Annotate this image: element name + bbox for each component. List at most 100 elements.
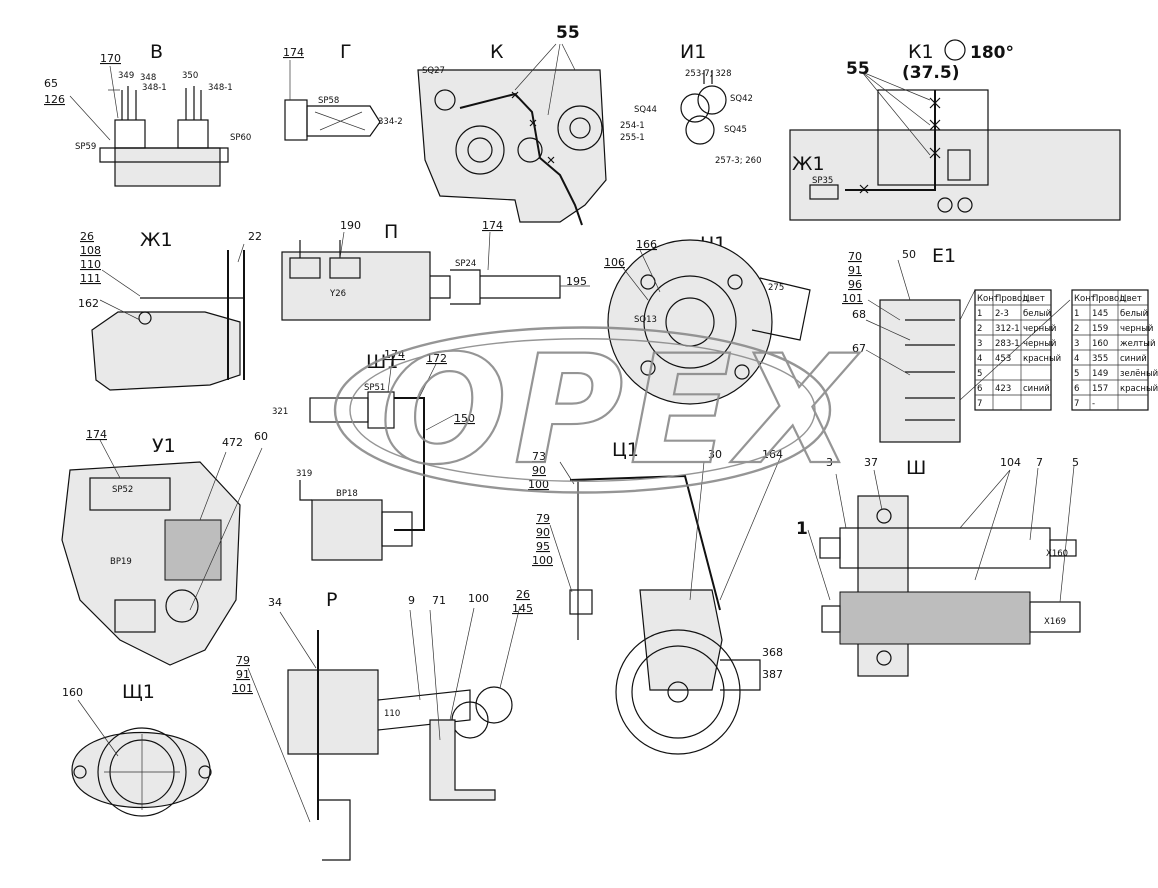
table-cell: 423: [995, 384, 1011, 394]
table-cell: белый: [1023, 309, 1051, 319]
label-95: 95: [536, 540, 550, 553]
view-shch1: Щ1 160: [62, 681, 212, 817]
switch-sq45: [685, 115, 715, 145]
bolt-n1c: [640, 360, 656, 376]
mount-plate: [857, 495, 909, 677]
table-cell: желтый: [1120, 339, 1156, 349]
valve-body: [281, 251, 431, 321]
wheel-rim: [615, 629, 741, 755]
leaders-n1: [619, 249, 661, 301]
cabinet-box: [877, 89, 989, 186]
cover-bolt-left: [73, 765, 87, 779]
lower-cap: [821, 605, 841, 633]
view-e1: Е1 70 91 96 101 50 68 67 Конт.ПроводЦвет…: [842, 245, 1158, 443]
table-cell: 312-1: [995, 324, 1020, 334]
table-cell: 2: [1074, 324, 1079, 334]
sensor-hatch: [314, 111, 366, 131]
table-header-cell: Цвет: [1023, 294, 1045, 304]
label-sp59: SP59: [75, 142, 96, 152]
view-zh1-letter: Ж1: [140, 229, 173, 251]
valve-housing: [287, 669, 379, 755]
leader-160: [77, 699, 119, 757]
view-zh1-ref: Ж1: [792, 153, 825, 175]
leader-lines: [69, 65, 120, 141]
gear-mid: [517, 137, 543, 163]
cover-bolt-right: [198, 765, 212, 779]
table-cell: 6: [977, 384, 982, 394]
sensor-sp59: [114, 119, 146, 149]
label-255-1: 255-1: [620, 133, 645, 143]
table-cell: 5: [977, 369, 982, 379]
table-cell: 453: [995, 354, 1011, 364]
view-sh-letter: Ш: [906, 457, 926, 479]
watermark-oval-outer: [333, 326, 832, 494]
leader-55-k1: [861, 71, 931, 156]
view-k1-letter: К1: [908, 41, 934, 63]
table-cell: 5: [1074, 369, 1079, 379]
gear-right-hub: [569, 117, 591, 139]
label-101-r: 101: [232, 682, 253, 695]
bolt-sh-b: [876, 650, 892, 666]
table-cell: 160: [1092, 339, 1108, 349]
label-195: 195: [566, 275, 587, 288]
cover-flange: [71, 731, 211, 809]
label-319: 319: [296, 469, 312, 479]
label-253-7-328: 253-7; 328: [685, 69, 732, 79]
bracket-n1: [751, 277, 811, 341]
label-190: 190: [340, 219, 361, 232]
view-r: Р 34 9 71 100 26 145 79 91 101 110: [232, 588, 533, 861]
bp18-fitting: [381, 511, 413, 547]
label-145: 145: [512, 602, 533, 615]
table-cell: 4: [977, 354, 982, 364]
label-111: 111: [80, 272, 101, 285]
label-334-2: 334-2: [378, 117, 403, 127]
leaders-u1: [99, 439, 263, 611]
label-sq13: SQ13: [634, 315, 657, 325]
gear-right: [557, 105, 603, 151]
table-cell: белый: [1120, 309, 1148, 319]
flange-outer: [607, 239, 773, 405]
label-bp18: BP18: [336, 489, 358, 499]
sensor-bp19: [164, 519, 222, 581]
cover-ring: [97, 727, 187, 817]
terminal-pins: [299, 240, 341, 258]
table-cell: красный: [1120, 384, 1158, 394]
table-cell: черный: [1023, 339, 1056, 349]
table-cell: -: [1092, 399, 1095, 409]
label-1: 1: [796, 519, 808, 539]
upper-cap: [819, 537, 841, 559]
table-header-cell: Конт.: [1074, 294, 1098, 304]
table-header-cell: Конт.: [977, 294, 1001, 304]
label-150: 150: [454, 412, 475, 425]
upper-plug: [1049, 539, 1077, 557]
flange-mid: [643, 275, 737, 369]
table-cell: 355: [1092, 354, 1108, 364]
label-110-r: 110: [384, 709, 400, 719]
table-cell: 2: [977, 324, 982, 334]
switch-sq27: [434, 89, 456, 111]
lower-sensor: [839, 591, 1031, 645]
sensor-pins: [121, 86, 202, 120]
sensor-sp35: [809, 184, 839, 200]
leaders-p: [339, 231, 590, 287]
rod-30: [569, 474, 721, 611]
label-110: 110: [80, 258, 101, 271]
cover-centerlines: [104, 734, 180, 810]
label-348: 348: [140, 73, 156, 83]
watermark-oval-inner: [349, 338, 816, 482]
frame-beam: [789, 129, 1121, 221]
label-96: 96: [848, 278, 862, 291]
label-30: 30: [708, 448, 722, 461]
bracket-body: [114, 147, 221, 187]
label-26: 26: [80, 230, 94, 243]
u1-fitting: [114, 599, 156, 633]
leaders-zh1: [99, 243, 245, 321]
gear-left: [455, 125, 505, 175]
table-cell: черный: [1023, 324, 1056, 334]
label-sp52: SP52: [112, 485, 133, 495]
label-sq27: SQ27: [422, 66, 445, 76]
leaders-ts1: [549, 457, 781, 601]
leader-79: [247, 667, 311, 823]
table-cell: 3: [1074, 339, 1079, 349]
label-68: 68: [852, 308, 866, 321]
